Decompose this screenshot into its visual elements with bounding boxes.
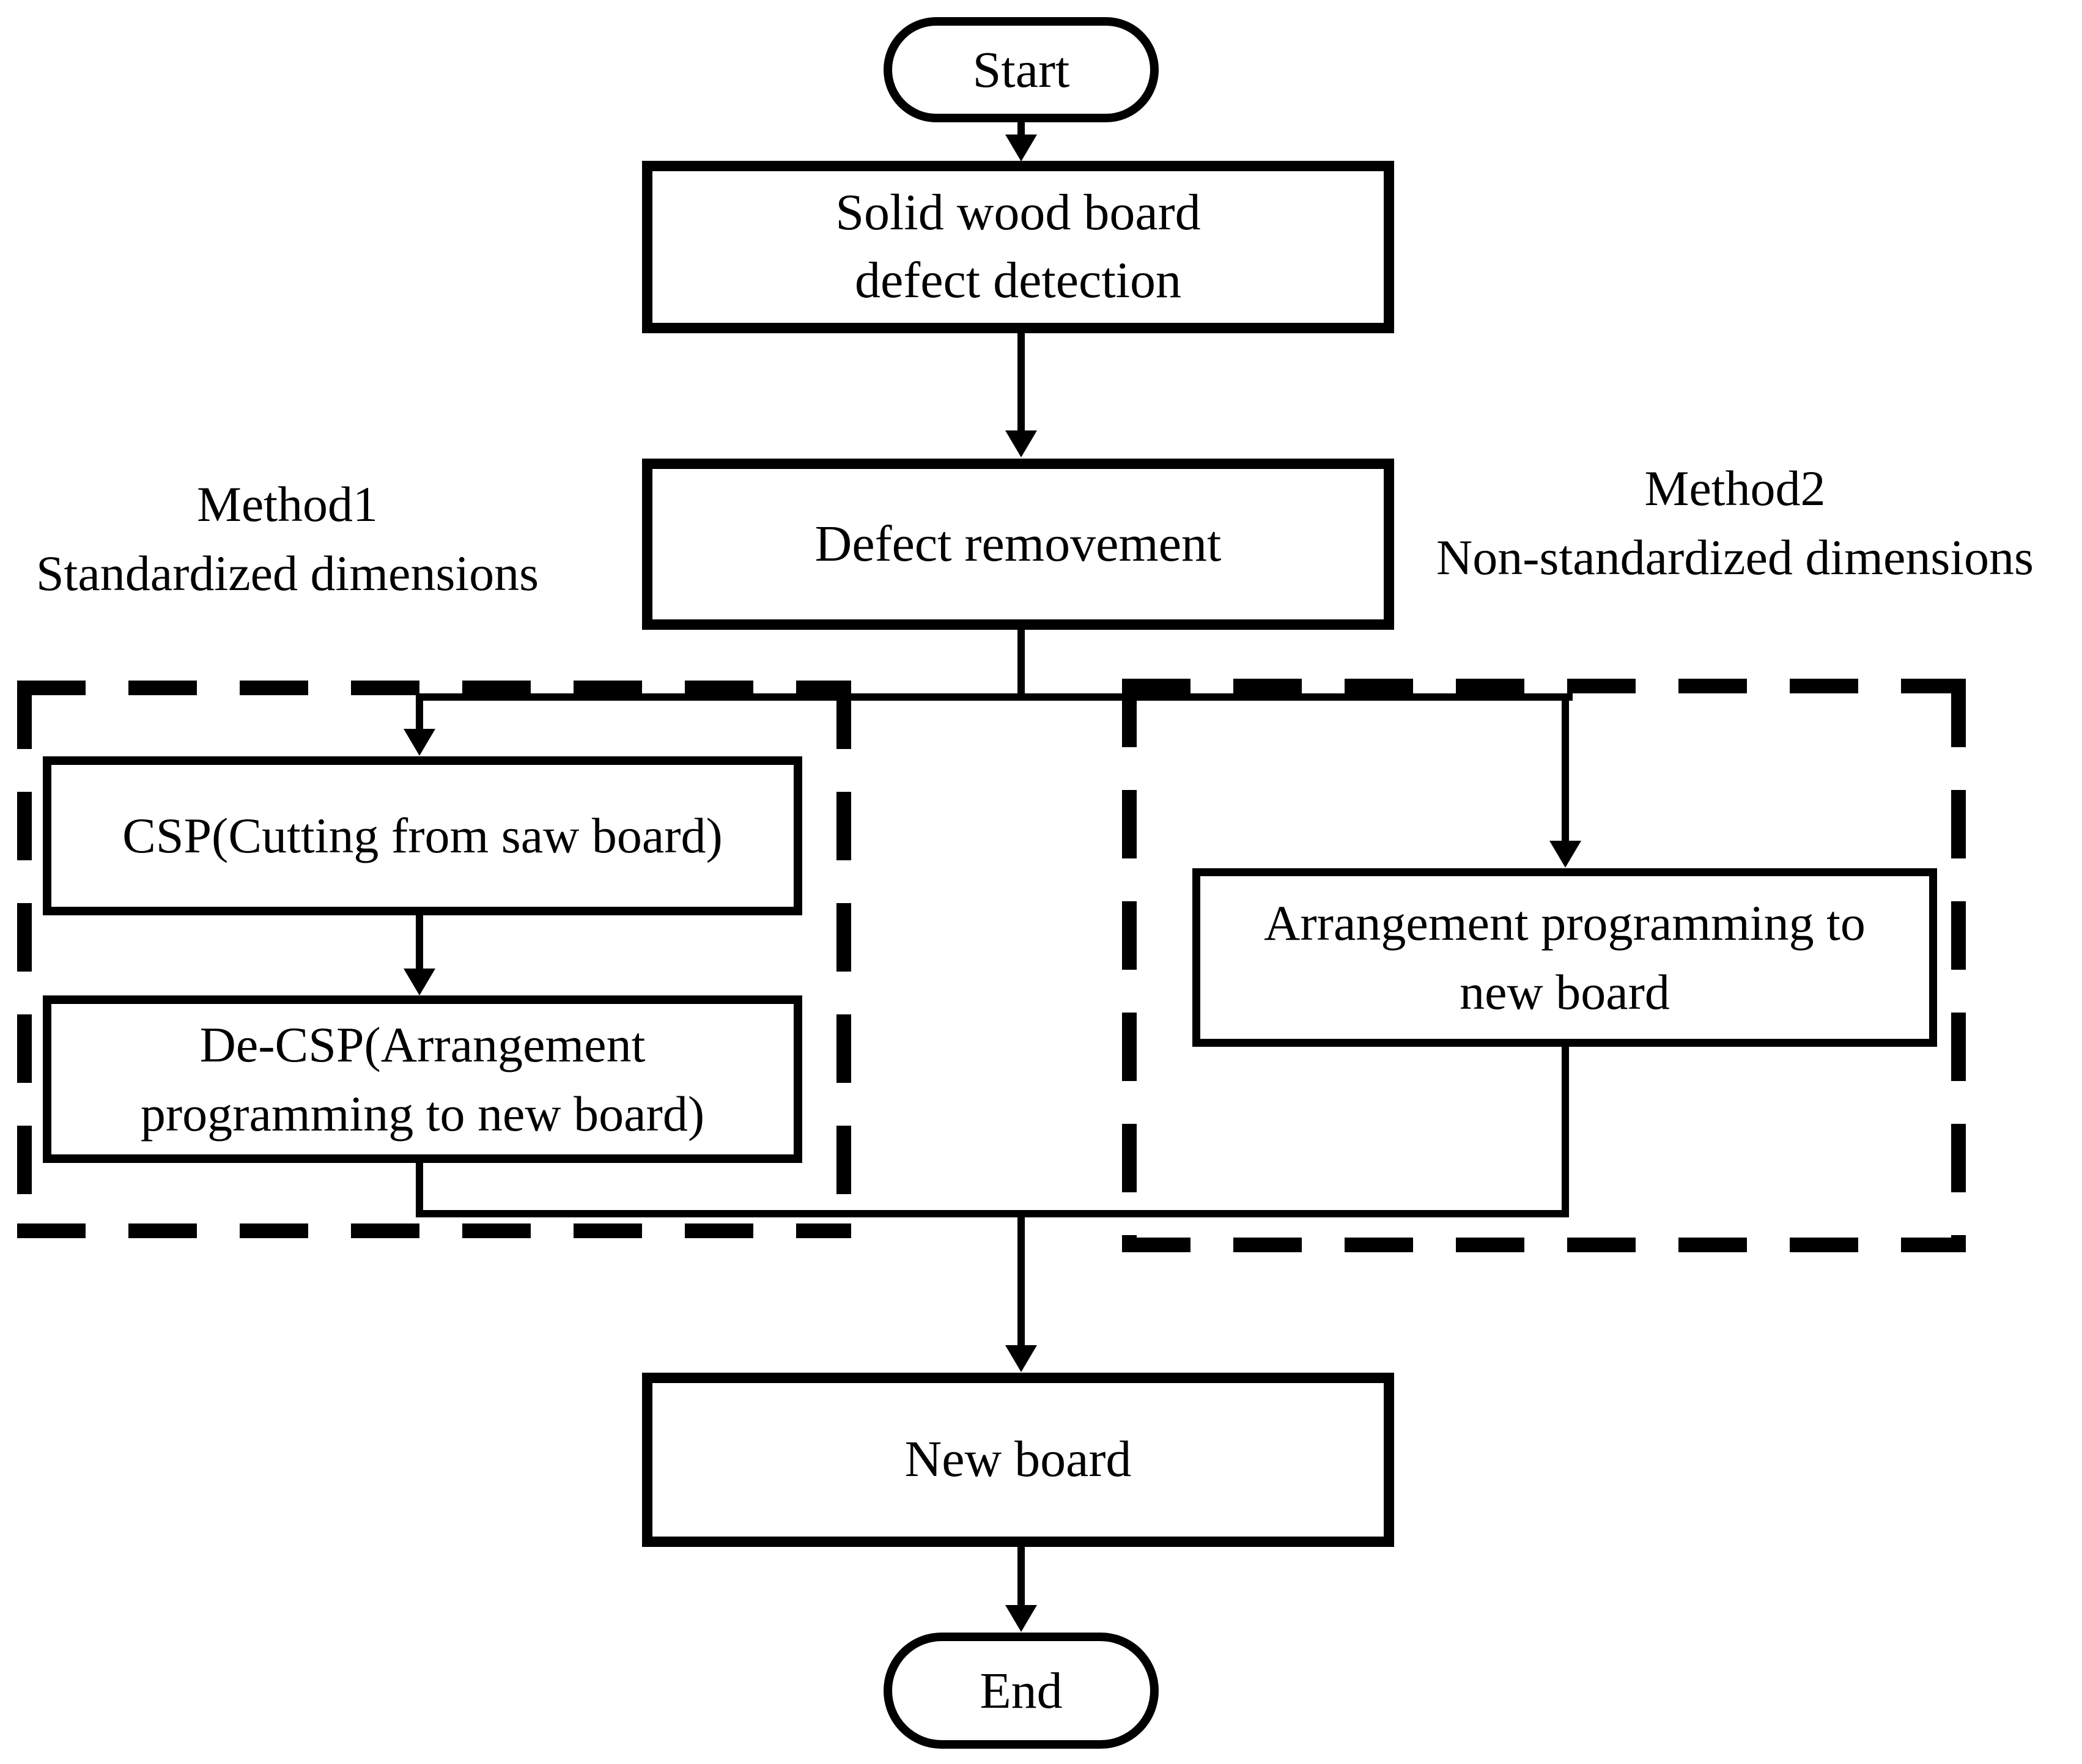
method2-label: Method2 Non-standardized dimensions — [1388, 454, 2082, 592]
method1-title: Method1 — [196, 476, 378, 532]
de-csp-step: De-CSP(Arrangement programming to new bo… — [43, 995, 802, 1163]
method2-title: Method2 — [1644, 460, 1826, 516]
new-board-step: New board — [642, 1373, 1394, 1547]
method2-group-border-left — [1122, 679, 1137, 1252]
method1-group-border-right — [836, 681, 851, 1238]
connector-csp-to-de-csp — [416, 915, 423, 970]
method2-subtitle: Non-standardized dimensions — [1436, 530, 2034, 586]
connector-arrangement-to-merge — [1562, 1047, 1569, 1217]
connector-new-board-to-end — [1017, 1547, 1025, 1607]
arrowhead-into-csp-icon — [404, 729, 435, 756]
arrowhead-into-new-board-icon — [1005, 1345, 1037, 1372]
split-branch-line — [419, 693, 1573, 701]
merge-branch-line — [416, 1210, 1569, 1217]
connector-merge-to-new-board — [1017, 1217, 1025, 1347]
arrangement-step: Arrangement programming to new board — [1192, 868, 1937, 1047]
connector-start-to-detection — [1017, 121, 1025, 138]
connector-detection-to-removal — [1017, 333, 1025, 432]
connector-de-csp-to-merge — [416, 1163, 423, 1217]
method1-group-border-left — [17, 681, 32, 1238]
defect-removal-step: Defect removement — [642, 459, 1394, 630]
method1-group-border-top — [17, 681, 851, 695]
method2-group-border-bottom — [1122, 1238, 1966, 1252]
method1-group-border-bottom — [17, 1223, 851, 1238]
method2-group-border-top — [1122, 679, 1966, 693]
de-csp-line2: programming to new board) — [140, 1086, 705, 1142]
defect-detection-line2: defect detection — [854, 252, 1182, 309]
connector-removal-to-split — [1017, 630, 1025, 701]
arrowhead-into-end-icon — [1005, 1605, 1037, 1632]
arrowhead-into-arrangement-icon — [1549, 841, 1581, 868]
new-board-label: New board — [904, 1431, 1132, 1488]
method2-group-border-right — [1951, 679, 1966, 1252]
connector-split-to-csp — [416, 693, 423, 731]
start-label: Start — [972, 41, 1070, 98]
defect-removal-label: Defect removement — [814, 515, 1222, 572]
end-label: End — [980, 1662, 1063, 1719]
defect-detection-line1: Solid wood board — [835, 184, 1201, 242]
method1-label: Method1 Standardized dimensions — [12, 470, 563, 608]
de-csp-line1: De-CSP(Arrangement — [199, 1016, 646, 1072]
connector-split-to-arrangement — [1562, 693, 1569, 844]
defect-detection-step: Solid wood board defect detection — [642, 161, 1394, 333]
arrowhead-into-de-csp-icon — [404, 969, 435, 995]
start-terminal: Start — [884, 17, 1159, 122]
method1-subtitle: Standardized dimensions — [35, 545, 539, 602]
end-terminal: End — [884, 1633, 1159, 1749]
csp-label: CSP(Cutting from saw board) — [122, 808, 723, 864]
arrangement-line1: Arrangement programming to — [1264, 895, 1866, 951]
arrowhead-into-removal-icon — [1005, 430, 1037, 457]
arrangement-line2: new board — [1460, 964, 1670, 1020]
csp-step: CSP(Cutting from saw board) — [43, 756, 802, 915]
arrowhead-into-detection-icon — [1005, 135, 1037, 161]
